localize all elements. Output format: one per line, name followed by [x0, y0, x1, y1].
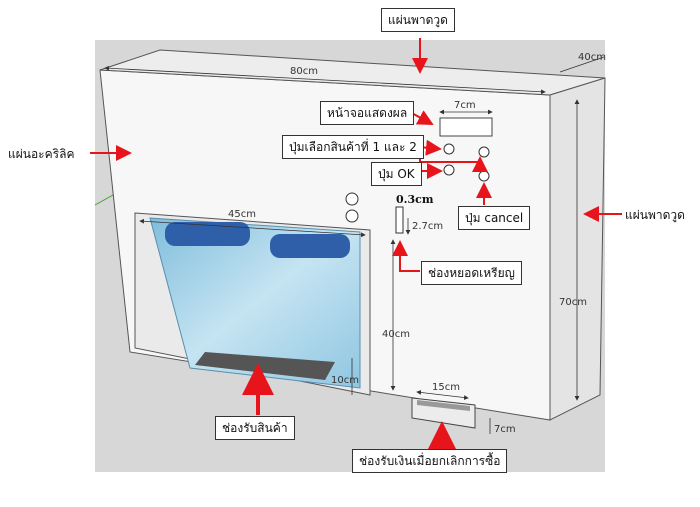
- label-ok-button: ปุ่ม OK: [371, 162, 422, 186]
- dim-slot-thickness: 0.3cm: [396, 193, 434, 206]
- dim-window-width: 45cm: [228, 209, 256, 220]
- dim-refund-width: 15cm: [432, 382, 460, 393]
- dim-display: 7cm: [454, 100, 476, 111]
- side-button-2: [345, 209, 359, 223]
- label-coin-slot: ช่องหยอดเหรียญ: [421, 261, 522, 285]
- label-display: หน้าจอแสดงผล: [320, 101, 415, 125]
- ok-button: [443, 164, 455, 176]
- side-button-1: [345, 192, 359, 206]
- label-refund-slot: ช่องรับเงินเมื่อยกเลิกการซื้อ: [352, 449, 508, 473]
- can-2: [270, 234, 350, 258]
- label-product-slot: ช่องรับสินค้า: [215, 416, 295, 440]
- dim-width: 80cm: [290, 66, 318, 77]
- label-select-buttons: ปุ่มเลือกสินค้าที่ 1 และ 2: [282, 135, 424, 159]
- right-face: [549, 77, 606, 421]
- dim-depth: 40cm: [578, 52, 606, 63]
- arrow-coin-slot: [392, 240, 420, 272]
- dim-slot-height: 2.7cm: [412, 221, 443, 232]
- dim-tray: 10cm: [331, 375, 359, 386]
- cancel-button: [478, 170, 490, 182]
- select-button-2: [478, 146, 490, 158]
- dim-height: 70cm: [559, 297, 587, 308]
- label-cancel-button: ปุ่ม cancel: [458, 206, 531, 230]
- label-acrylic: แผ่นอะคริลิค: [8, 147, 75, 161]
- coin-slot: [395, 206, 404, 234]
- refund-tray-opening: [417, 400, 470, 411]
- display-screen: [439, 117, 493, 137]
- label-top-panel: แผ่นพาดวูด: [381, 8, 455, 32]
- select-button-1: [443, 143, 455, 155]
- dim-refund-height: 7cm: [494, 424, 516, 435]
- label-right-panel: แผ่นพาดวูด: [625, 208, 685, 222]
- dim-window-height: 40cm: [382, 329, 410, 340]
